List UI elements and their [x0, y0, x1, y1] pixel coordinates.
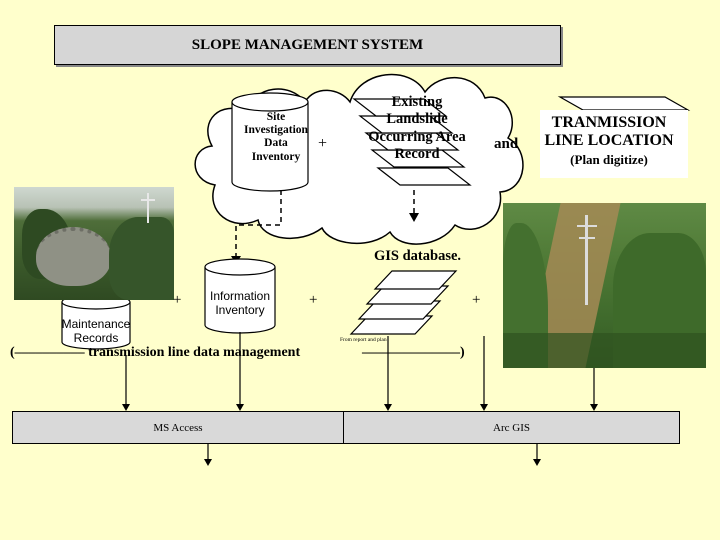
page-title: SLOPE MANAGEMENT SYSTEM	[54, 25, 561, 65]
information-inventory-label: Information Inventory	[209, 289, 271, 317]
plus-sign-middle: +	[309, 292, 318, 308]
ms-access-label: MS Access	[153, 422, 203, 434]
title-text: SLOPE MANAGEMENT SYSTEM	[191, 36, 424, 53]
gis-database-stack	[349, 270, 458, 335]
site-investigation-cylinder	[231, 92, 309, 192]
transmission-label-panel	[540, 110, 688, 178]
arc-gis-box: Arc GIS	[343, 411, 680, 444]
arrowheads	[122, 404, 598, 466]
arrowhead-gis	[409, 213, 419, 222]
stack-caption: From report and plan	[340, 337, 387, 343]
plus-sign-left: +	[173, 292, 182, 308]
dashed-connectors	[235, 190, 415, 258]
arc-gis-label: Arc GIS	[493, 422, 530, 434]
landslide-photo	[14, 187, 174, 300]
maintenance-records-label: Maintenance Records	[61, 317, 131, 345]
landslide-record-stack	[352, 98, 472, 186]
transmission-tower-photo	[503, 203, 706, 368]
site-investigation-label: Site Investigation Data Inventory	[244, 111, 308, 163]
information-inventory-cylinder	[204, 258, 276, 334]
and-label: and	[494, 136, 519, 152]
management-line-left: (–––––––––– transmission line data manag…	[10, 345, 301, 360]
transmission-line-location-label: TRANMISSION LINE LOCATION (Plan digitize…	[544, 114, 674, 167]
plus-sign-cloud: +	[318, 135, 328, 152]
ms-access-box: MS Access	[12, 411, 344, 444]
existing-landslide-label: Existing Landslide Occurring Area Record	[368, 94, 466, 163]
gis-database-label: GIS database.	[374, 248, 462, 264]
management-line-right: ––––––––––––––)	[362, 345, 465, 360]
plus-sign-right: +	[472, 292, 481, 308]
